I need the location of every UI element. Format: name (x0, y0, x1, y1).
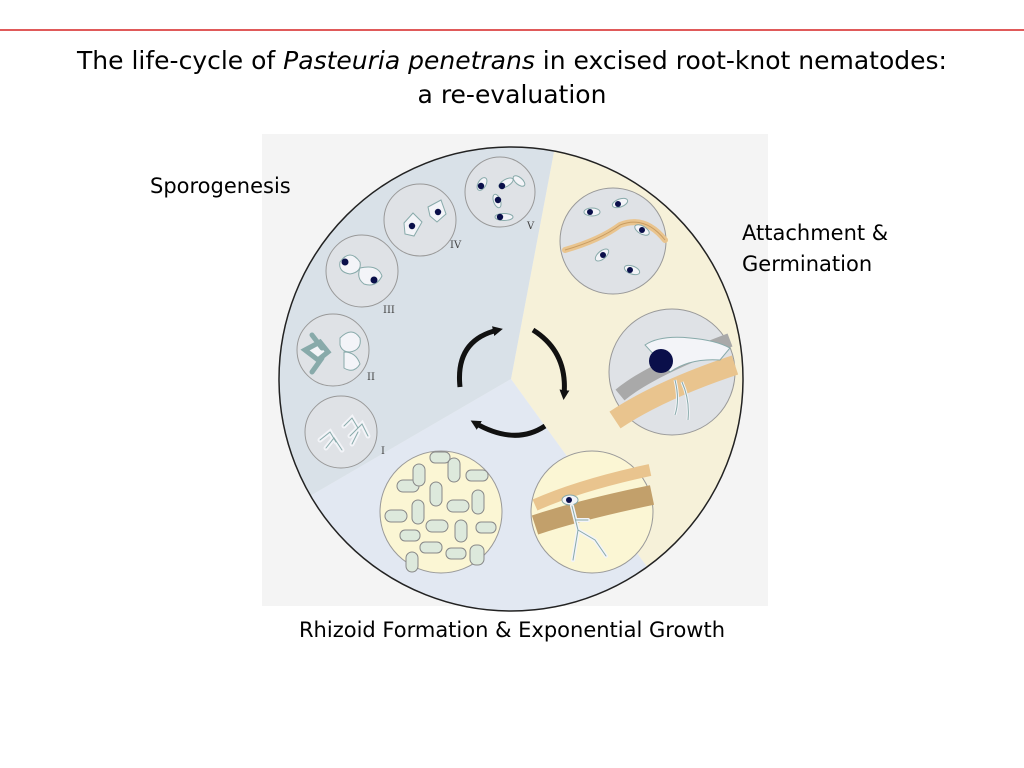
stage-v-inset (464, 156, 536, 228)
title-prefix: The life-cycle of (77, 46, 284, 75)
cycle-arrow-bottom (470, 420, 547, 438)
rhizoid-inset (530, 450, 655, 574)
stage-i-inset (304, 395, 378, 469)
slide-title: The life-cycle of Pasteuria penetrans in… (0, 44, 1024, 112)
attachment-germination-label: Attachment & Germination (742, 218, 888, 280)
title-line-2: a re-evaluation (417, 80, 607, 109)
cycle-arrow-right (531, 327, 570, 400)
germination-inset (608, 308, 739, 436)
cycle-circle-outline (278, 146, 744, 612)
stage-iv-inset (383, 183, 457, 257)
stage-label-iv: IV (450, 240, 462, 251)
title-line-1: The life-cycle of Pasteuria penetrans in… (0, 44, 1024, 78)
stage-iii-inset (325, 234, 399, 308)
stage-ii-inset (296, 313, 370, 387)
attachment-label-line-1: Attachment & (742, 221, 889, 245)
attachment-label-line-2: Germination (742, 252, 873, 276)
stage-label-i: I (381, 446, 385, 457)
title-suffix: in excised root-knot nematodes: (534, 46, 947, 75)
stage-label-v: V (526, 221, 535, 232)
cycle-arrow-upper-left (456, 326, 503, 388)
rhizoid-growth-label: Rhizoid Formation & Exponential Growth (298, 618, 726, 642)
exponential-growth-inset (379, 450, 503, 574)
stage-label-iii: III (383, 305, 395, 316)
top-accent-rule (0, 29, 1024, 31)
title-species-name: Pasteuria penetrans (283, 46, 535, 75)
stage-label-ii: II (367, 372, 375, 383)
sporogenesis-label: Sporogenesis (150, 174, 291, 198)
spore-attachment-inset (559, 187, 668, 295)
